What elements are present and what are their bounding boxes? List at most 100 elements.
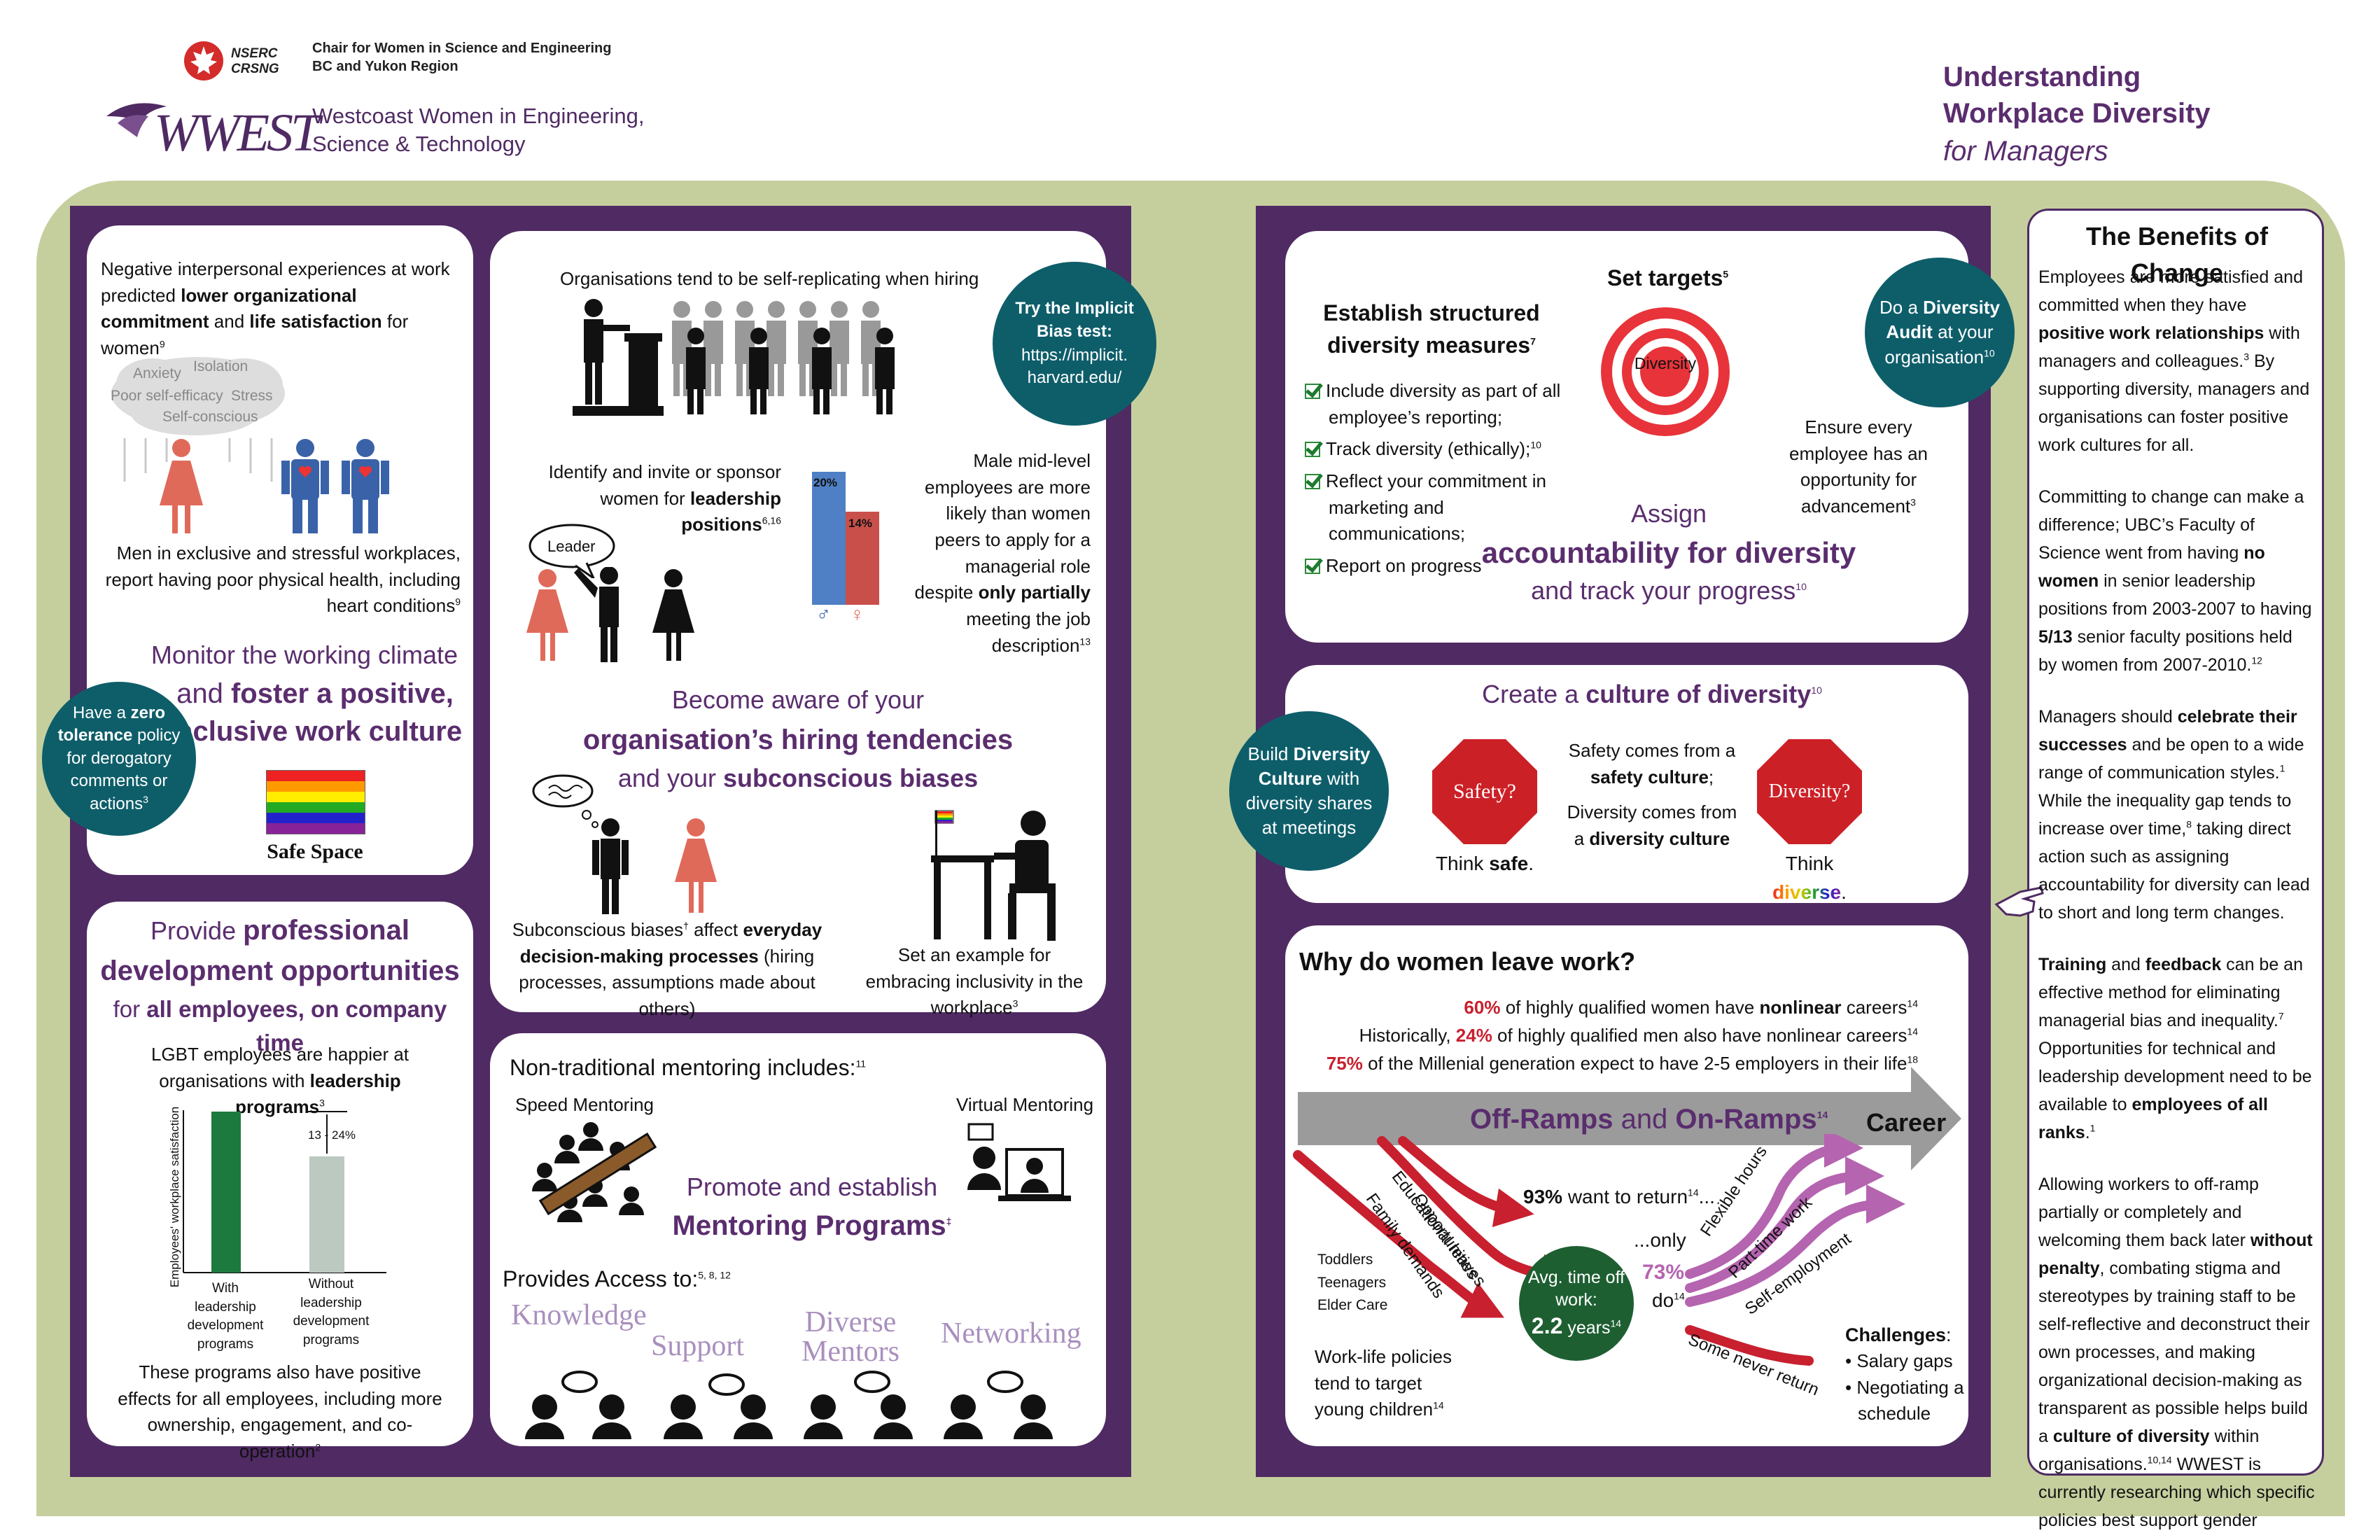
implicit-bias-title: Try the Implicit Bias test: <box>1015 299 1134 341</box>
monitor-headline-b: and foster a positive, inclusive work cu… <box>167 678 463 747</box>
page-title-line2: Workplace Diversity <box>1943 98 2211 129</box>
benefits-para-3: Managers should celebrate their successe… <box>2038 707 2310 923</box>
provide-headline-a: Provide professional development opportu… <box>100 915 460 986</box>
diversity-stop-sign: Diversity? <box>1757 739 1862 844</box>
only-pct: 73% <box>1642 1261 1685 1284</box>
work-life-policies: Work-life policies tend to target young … <box>1315 1346 1452 1420</box>
culture-title: Create a culture of diversity10 <box>1482 680 1822 708</box>
male-symbol: ♂ <box>816 603 831 625</box>
measure-item: Report on progress <box>1305 553 1564 580</box>
check-icon <box>1305 442 1320 458</box>
bar-with-label: With leadership development programs <box>187 1281 264 1352</box>
wwest-line1: Westcoast Women in Engineering, <box>312 104 645 128</box>
structured-measures-head: Establish structured diversity measures7 <box>1323 300 1540 358</box>
benefits-para-5: Allowing workers to off-ramp partially o… <box>2038 1175 2315 1540</box>
female-bar-label: 14% <box>848 517 873 530</box>
promote-headline-a: Promote and establish <box>686 1172 938 1201</box>
negative-experience-text: Negative interpersonal experiences at wo… <box>101 258 450 359</box>
wwest-logo-text: WWEST <box>154 104 320 162</box>
benefits-para-4: Training and feedback can be an effectiv… <box>2038 955 2312 1142</box>
application-bar-chart <box>812 472 879 605</box>
maple-leaf-icon <box>184 41 223 80</box>
challenge-item: • Salary gaps <box>1845 1350 1953 1371</box>
access-networking: Networking <box>941 1317 1082 1350</box>
wwest-logo: WWEST <box>104 95 320 161</box>
chair-line1: Chair for Women in Science and Engineeri… <box>312 41 612 56</box>
male-apply-text: Male mid-level employees are more likely… <box>914 450 1091 656</box>
cloud-word-anxiety: Anxiety <box>133 365 181 382</box>
leader-speech-bubble <box>528 524 615 578</box>
diversity-audit-badge: Do a Diversity Audit at your organisatio… <box>1865 258 2015 407</box>
measure-item: Include diversity as part of all employe… <box>1305 378 1564 430</box>
male-bar-label: 20% <box>813 476 838 489</box>
speed-mentoring-icon <box>532 1122 657 1222</box>
satisfaction-bar-chart <box>183 1110 386 1273</box>
access-diverse-mentors: Diverse Mentors <box>802 1306 899 1368</box>
implicit-bias-badge[interactable]: Try the Implicit Bias test: https://impl… <box>993 262 1156 426</box>
leader-figures <box>526 567 694 662</box>
ramps-title: Off-Ramps and On-Ramps14 <box>1470 1104 1828 1135</box>
female-symbol: ♀ <box>850 603 864 625</box>
safety-stop-sign: Safety? <box>1432 739 1537 844</box>
want-return-text: 93% want to return14... <box>1523 1186 1715 1208</box>
track-progress-label: and track your progress10 <box>1531 576 1807 605</box>
target-label: Diversity <box>1634 354 1697 372</box>
access-knowledge: Knowledge <box>511 1299 647 1331</box>
group-teenagers: Teenagers <box>1317 1274 1387 1291</box>
rainbow-flag-icon <box>266 770 365 834</box>
group-elder-care: Elder Care <box>1317 1297 1388 1314</box>
monitor-headline-a: Monitor the working climate <box>150 640 458 669</box>
male-bar <box>812 472 846 605</box>
challenge-item: • Negotiating a schedule <box>1845 1376 1964 1424</box>
measure-item: Reflect your commitment in marketing and… <box>1305 468 1564 547</box>
career-arrow <box>1298 1067 1961 1170</box>
do-label: do14 <box>1652 1289 1685 1311</box>
avg-time-label: Avg. time off work: <box>1527 1267 1625 1310</box>
desk-figure-icon <box>931 810 1056 941</box>
zero-tolerance-badge: Have a zero tolerance policy for derogat… <box>42 682 196 836</box>
diversity-culture-text: Diversity comes from a diversity culture <box>1567 802 1737 849</box>
chair-line2: BC and Yukon Region <box>312 59 458 74</box>
think-diverse: Think diverse. <box>1772 853 1847 903</box>
satisfaction-gap-label: 13 - 24% <box>308 1128 356 1142</box>
speed-mentoring-label: Speed Mentoring <box>515 1094 654 1115</box>
safe-space-label: Safe Space <box>267 840 363 863</box>
bar-with-programs <box>211 1112 241 1273</box>
build-culture-badge: Build Diversity Culture with diversity s… <box>1229 711 1389 871</box>
virtual-mentoring-icon <box>967 1123 1071 1201</box>
career-label: Career <box>1866 1108 1947 1137</box>
provide-headline-b: for all employees, on company time <box>113 996 447 1056</box>
page-title-line1: Understanding <box>1943 62 2141 92</box>
stat-seventyfive: 75% of the Millenial generation expect t… <box>1326 1053 1918 1074</box>
networking-people-icons <box>525 1371 1053 1439</box>
ensure-text: Ensure every employee has an opportunity… <box>1788 416 1928 517</box>
nserc-logo-text: NSERC CRSNG <box>231 46 279 76</box>
stress-cloud <box>111 357 285 482</box>
bias-text: Subconscious biases† affect everyday dec… <box>512 919 822 1020</box>
bar-without-label: Without leadership development programs <box>293 1277 370 1348</box>
programs-effect-text: These programs also have positive effect… <box>118 1362 442 1462</box>
stat-twentyfour: Historically, 24% of highly qualified me… <box>1359 1025 1918 1046</box>
nserc-logo <box>183 41 232 81</box>
set-example-text: Set an example for embracing inclusivity… <box>865 944 1084 1018</box>
aware-headline-c: and your subconscious biases <box>617 764 979 792</box>
benefits-para-2: Committing to change can make a differen… <box>2038 487 2312 675</box>
self-replicating-text: Organisations tend to be self-replicatin… <box>560 268 979 289</box>
cloud-word-isolation: Isolation <box>193 358 248 374</box>
avg-time-value: 2.2 years14 <box>1531 1312 1622 1338</box>
stat-sixty: 60% of highly qualified women have nonli… <box>1464 997 1918 1018</box>
leader-bubble-label: Leader <box>547 538 596 555</box>
provides-access: Provides Access to:5, 8, 12 <box>503 1266 731 1292</box>
mentoring-title: Non-traditional mentoring includes:11 <box>510 1055 867 1080</box>
why-leave-title: Why do women leave work? <box>1299 947 1636 976</box>
implicit-bias-link[interactable]: https://implicit. harvard.edu/ <box>1021 346 1128 388</box>
man-figure-icon-1 <box>281 439 329 533</box>
assign-label: Assign <box>1630 499 1707 528</box>
cloud-word-self-efficacy: Poor self-efficacy <box>111 388 223 404</box>
check-icon <box>1305 559 1320 575</box>
think-safe: Think safe. <box>1435 853 1534 874</box>
development-panel <box>87 902 473 1446</box>
benefits-body: Employees are more satisfied and committ… <box>2038 263 2316 1540</box>
pointing-hand-icon <box>1994 886 2044 917</box>
target-icon <box>1601 307 1730 436</box>
